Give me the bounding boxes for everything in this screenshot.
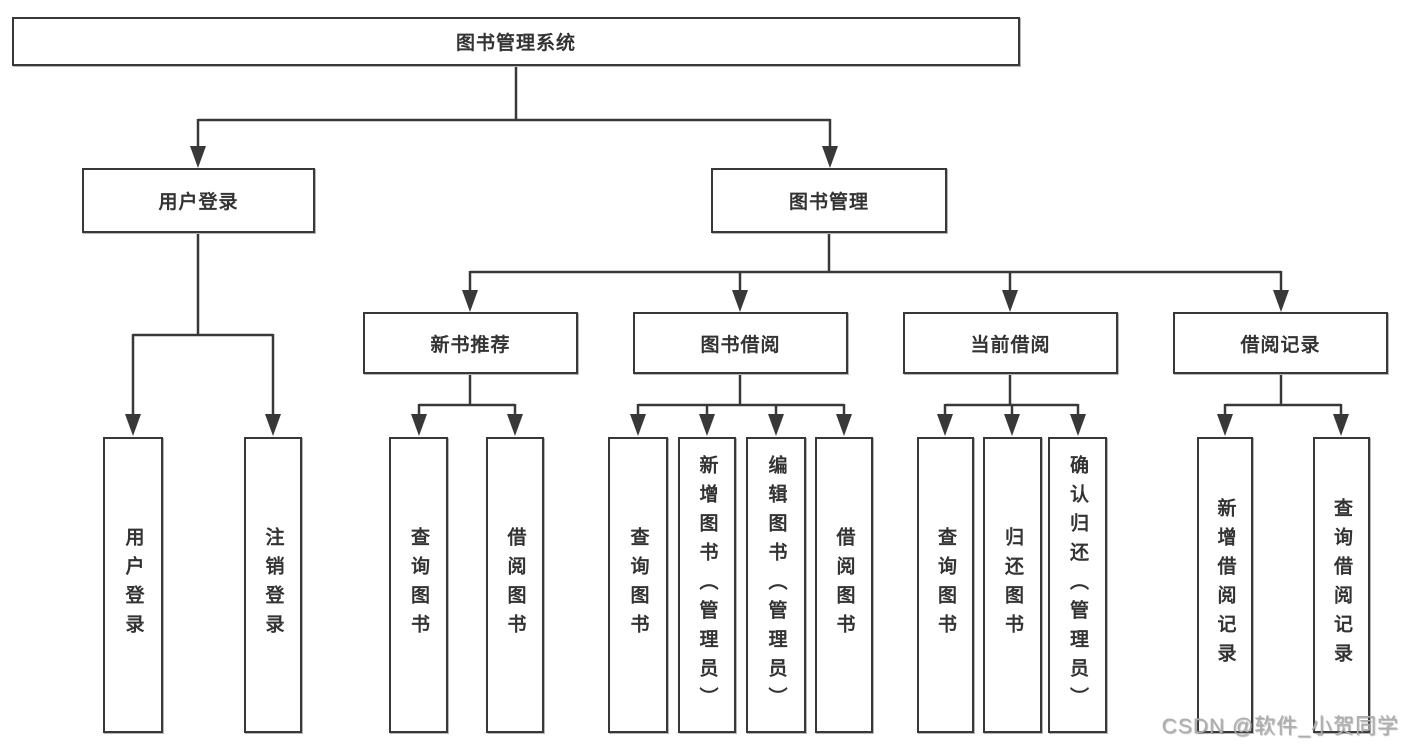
node-book-management: 图书管理 — [711, 168, 947, 233]
node-label: 注销登录 — [262, 527, 284, 643]
leaf-confirm-return-admin: 确认归还（管理员） — [1048, 437, 1107, 733]
node-label: 新书推荐 — [430, 334, 511, 356]
node-label: 借阅图书 — [833, 527, 855, 643]
node-user-login: 用户登录 — [82, 168, 315, 233]
leaf-user-login: 用户登录 — [103, 437, 163, 733]
node-label: 用户登录 — [122, 527, 144, 643]
leaf-query-borrow-record: 查询借阅记录 — [1313, 437, 1370, 733]
leaf-add-borrow-record: 新增借阅记录 — [1197, 437, 1253, 733]
node-label: 图书管理系统 — [455, 33, 576, 54]
node-book-borrowing: 图书借阅 — [633, 312, 848, 374]
node-label: 用户登录 — [158, 192, 239, 213]
arrowhead-icons — [125, 146, 1349, 436]
node-label: 查询借阅记录 — [1331, 498, 1352, 672]
leaf-query-books-current: 查询图书 — [917, 437, 974, 733]
leaf-add-book-admin: 新增图书（管理员） — [678, 437, 736, 733]
leaf-borrow-books-borrowing: 借阅图书 — [815, 437, 873, 733]
leaf-edit-book-admin: 编辑图书（管理员） — [746, 437, 806, 733]
node-label: 编辑图书（管理员） — [765, 454, 787, 716]
node-label: 查询图书 — [627, 527, 649, 643]
csdn-watermark: CSDN @软件_小贺同学 — [1161, 715, 1399, 738]
node-label: 确认归还（管理员） — [1067, 454, 1088, 716]
leaf-query-books-recommend: 查询图书 — [389, 437, 448, 733]
leaf-query-books-borrowing: 查询图书 — [608, 437, 668, 733]
node-label: 查询图书 — [408, 527, 429, 643]
leaf-borrow-books-recommend: 借阅图书 — [486, 437, 544, 733]
node-label: 当前借阅 — [970, 334, 1051, 356]
node-label: 归还图书 — [1002, 527, 1023, 643]
node-current-borrowing: 当前借阅 — [903, 312, 1118, 374]
node-label: 新增图书（管理员） — [696, 454, 718, 716]
node-new-book-recommendation: 新书推荐 — [363, 312, 578, 374]
node-library-management-system: 图书管理系统 — [12, 17, 1020, 66]
node-borrowing-records: 借阅记录 — [1173, 312, 1388, 374]
node-label: 新增借阅记录 — [1214, 498, 1236, 672]
leaf-logout: 注销登录 — [244, 437, 302, 733]
node-label: 查询图书 — [935, 527, 956, 643]
node-label: 图书借阅 — [700, 334, 781, 356]
node-label: 借阅记录 — [1240, 334, 1321, 356]
node-label: 借阅图书 — [504, 527, 526, 643]
leaf-return-books: 归还图书 — [983, 437, 1042, 733]
node-label: 图书管理 — [788, 192, 869, 213]
